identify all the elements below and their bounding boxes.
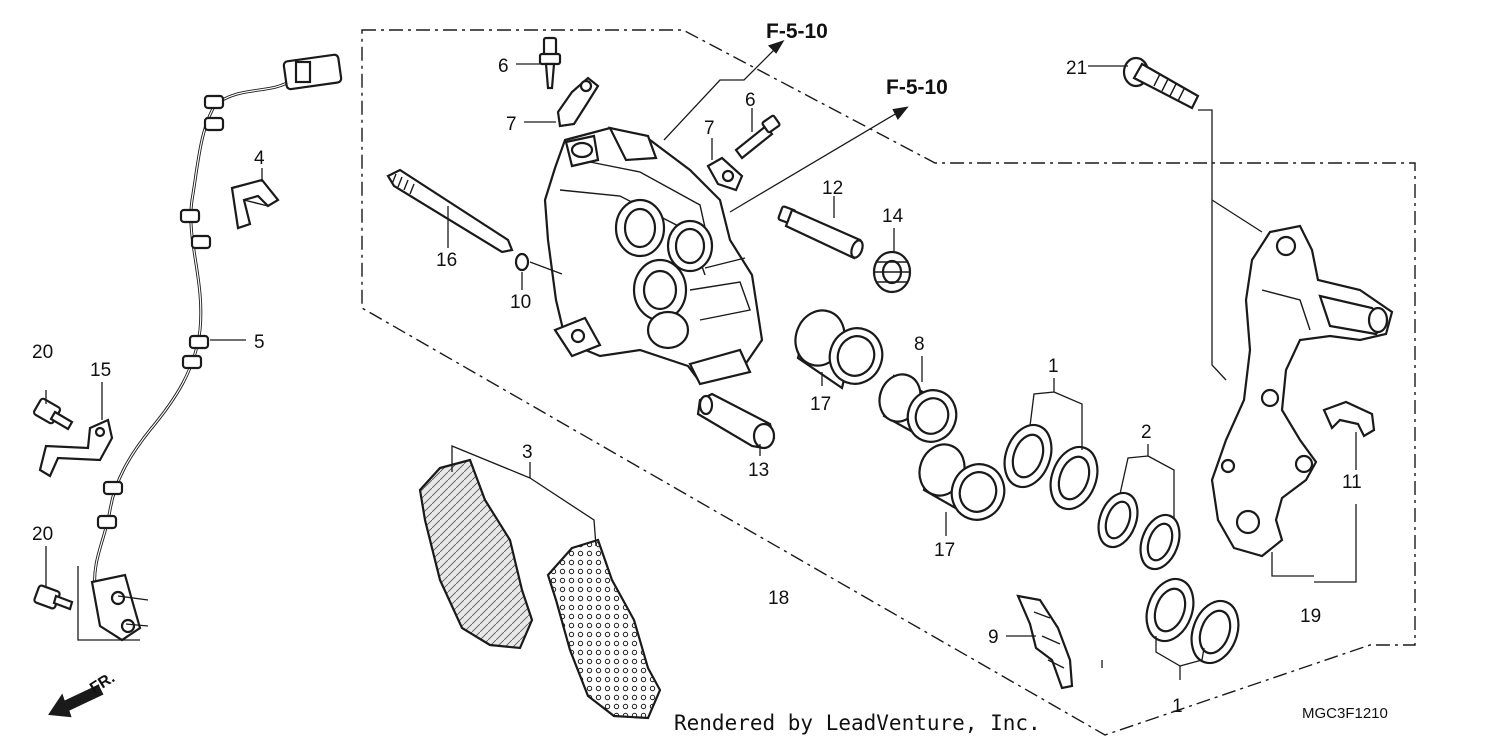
bolt-part-20-lower[interactable] bbox=[33, 584, 74, 611]
callout-6-right: 6 bbox=[745, 90, 756, 111]
caliper-bracket-part-19[interactable] bbox=[1210, 224, 1394, 558]
callout-19: 19 bbox=[1300, 606, 1321, 627]
pin-part-13[interactable] bbox=[696, 392, 776, 450]
brake-pad-part-3-right[interactable] bbox=[546, 538, 662, 720]
brake-pad-part-3-left[interactable] bbox=[418, 458, 534, 650]
diagram-code: MGC3F1210 bbox=[1302, 705, 1388, 722]
callout-2: 2 bbox=[1141, 422, 1152, 443]
callout-1-lower: 1 bbox=[1172, 696, 1183, 717]
pad-retainer-part-11[interactable] bbox=[1322, 400, 1376, 438]
seal-part-1-lower[interactable] bbox=[1138, 572, 1246, 669]
callout-7-right: 7 bbox=[704, 118, 715, 139]
piston-part-17-upper[interactable] bbox=[788, 303, 890, 391]
callout-14: 14 bbox=[882, 206, 904, 227]
reference-label-upper[interactable]: F-5-10 bbox=[766, 20, 828, 43]
callout-20-upper: 20 bbox=[32, 342, 53, 363]
piston-part-17-lower[interactable] bbox=[912, 438, 1012, 527]
caliper-assembly-boundary bbox=[361, 29, 1416, 736]
pad-pin-part-16[interactable] bbox=[386, 168, 514, 254]
reference-label-lower[interactable]: F-5-10 bbox=[886, 76, 948, 99]
callout-13: 13 bbox=[748, 460, 769, 481]
bleeder-cap-part-7-top[interactable] bbox=[556, 76, 600, 128]
seal-part-2[interactable] bbox=[1092, 488, 1187, 575]
callout-8: 8 bbox=[914, 334, 925, 355]
wheel-speed-sensor-part-5[interactable] bbox=[90, 53, 343, 642]
caliper-body[interactable] bbox=[543, 126, 764, 386]
callout-16: 16 bbox=[436, 250, 457, 271]
callout-4: 4 bbox=[254, 148, 265, 169]
wire-clip-part-4[interactable] bbox=[230, 178, 280, 230]
callout-20-lower: 20 bbox=[32, 524, 53, 545]
leader-lines bbox=[45, 40, 1357, 680]
callout-17-lower: 17 bbox=[934, 540, 955, 561]
mounting-bolt-part-21[interactable] bbox=[1122, 56, 1200, 110]
bleeder-screw-part-6-right[interactable] bbox=[734, 114, 781, 160]
o-ring-part-10[interactable] bbox=[514, 252, 530, 272]
piston-part-8[interactable] bbox=[873, 369, 963, 449]
callout-18: 18 bbox=[768, 588, 789, 609]
bleeder-screw-part-6-top[interactable] bbox=[538, 36, 562, 90]
render-credit: Rendered by LeadVenture, Inc. bbox=[674, 711, 1041, 735]
pad-spring-part-9[interactable] bbox=[1016, 594, 1074, 690]
callout-17-upper: 17 bbox=[810, 394, 831, 415]
front-direction-arrow bbox=[48, 684, 104, 718]
bleeder-cap-part-7-right[interactable] bbox=[706, 156, 744, 192]
callout-5: 5 bbox=[254, 332, 265, 353]
callout-9: 9 bbox=[988, 627, 999, 648]
bolt-part-20-upper[interactable] bbox=[32, 397, 74, 431]
callout-numbers: 21 6 7 6 7 4 12 14 16 10 5 8 1 20 15 17 … bbox=[32, 56, 1362, 717]
sensor-bracket-part-15[interactable] bbox=[38, 418, 114, 478]
callout-1-upper: 1 bbox=[1048, 356, 1059, 377]
callout-10: 10 bbox=[510, 292, 531, 313]
callout-11: 11 bbox=[1342, 472, 1362, 493]
callout-12: 12 bbox=[822, 178, 843, 199]
callout-21: 21 bbox=[1066, 58, 1087, 79]
pin-bolt-part-12[interactable] bbox=[777, 205, 865, 260]
callout-3: 3 bbox=[522, 442, 533, 463]
seal-part-1-upper[interactable] bbox=[996, 418, 1105, 515]
callout-7-top: 7 bbox=[506, 114, 517, 135]
callout-15: 15 bbox=[90, 360, 111, 381]
callout-6-top: 6 bbox=[498, 56, 509, 77]
pin-boot-part-14[interactable] bbox=[872, 250, 912, 294]
